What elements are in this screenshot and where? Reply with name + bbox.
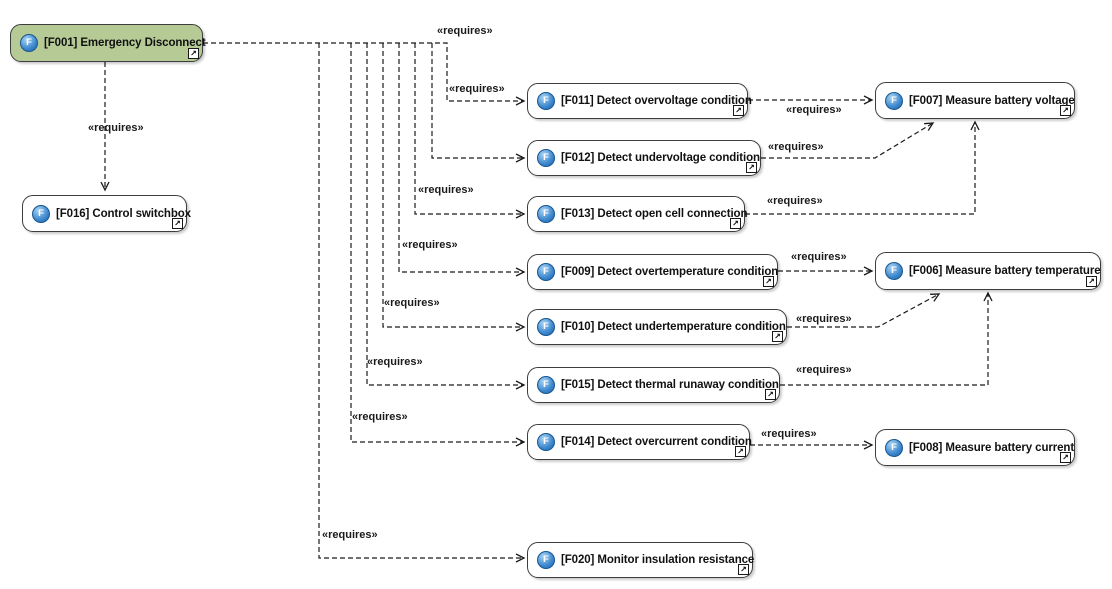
node-f008-measure-battery-current[interactable]: F [F008] Measure battery current ↗	[875, 429, 1075, 466]
edge-label-f013-f007: «requires»	[767, 195, 823, 207]
node-label: [F012] Detect undervoltage condition	[561, 152, 760, 164]
open-diagram-icon[interactable]: ↗	[738, 564, 749, 575]
edge-f001-f011[interactable]	[203, 42, 526, 106]
function-icon: F	[537, 263, 555, 281]
node-f011-detect-overvoltage[interactable]: F [F011] Detect overvoltage condition ↗	[527, 83, 752, 119]
edge-f010-f006[interactable]	[787, 293, 941, 328]
node-f013-detect-open-cell[interactable]: F [F013] Detect open cell connection ↗	[527, 196, 748, 232]
edge-f001-f014[interactable]	[350, 43, 526, 447]
open-diagram-icon[interactable]: ↗	[172, 218, 183, 229]
edge-label-f001-f015: «requires»	[367, 356, 423, 368]
function-icon: F	[885, 262, 903, 280]
function-icon: F	[20, 34, 38, 52]
node-f001-emergency-disconnect[interactable]: F [F001] Emergency Disconnect ↗	[10, 24, 206, 62]
edge-f013-f007[interactable]	[745, 120, 980, 215]
function-icon: F	[537, 205, 555, 223]
node-label: [F010] Detect undertemperature condition	[561, 321, 786, 333]
open-diagram-icon[interactable]: ↗	[746, 162, 757, 173]
node-f016-control-switchbox[interactable]: F [F016] Control switchbox ↗	[22, 195, 191, 232]
function-icon: F	[537, 551, 555, 569]
open-diagram-icon[interactable]: ↗	[763, 276, 774, 287]
node-f006-measure-battery-temperature[interactable]: F [F006] Measure battery temperature ↗	[875, 252, 1101, 290]
node-label: [F013] Detect open cell connection	[561, 208, 748, 220]
node-label: [F020] Monitor insulation resistance	[561, 554, 755, 566]
edge-f001-f010[interactable]	[382, 43, 526, 332]
open-diagram-icon[interactable]: ↗	[733, 105, 744, 116]
open-diagram-icon[interactable]: ↗	[772, 331, 783, 342]
open-diagram-icon[interactable]: ↗	[1060, 105, 1071, 116]
function-icon: F	[537, 376, 555, 394]
edge-label-f001-f012: «requires»	[437, 25, 493, 37]
open-diagram-icon[interactable]: ↗	[730, 218, 741, 229]
edge-f012-f007[interactable]	[761, 122, 935, 159]
open-diagram-icon[interactable]: ↗	[735, 446, 746, 457]
edge-f001-f013[interactable]	[414, 43, 526, 219]
node-f020-monitor-insulation[interactable]: F [F020] Monitor insulation resistance ↗	[527, 542, 755, 578]
edge-f001-f015[interactable]	[366, 43, 526, 390]
edge-label-f001-f011: «requires»	[449, 83, 505, 95]
edge-label-f015-f006: «requires»	[796, 364, 852, 376]
edge-f001-f012[interactable]	[431, 43, 526, 163]
edge-label-f001-f010: «requires»	[384, 297, 440, 309]
edge-f015-f006[interactable]	[780, 291, 993, 386]
node-f015-detect-thermal-runaway[interactable]: F [F015] Detect thermal runaway conditio…	[527, 367, 780, 403]
open-diagram-icon[interactable]: ↗	[188, 48, 199, 59]
edge-label-f001-f014: «requires»	[352, 411, 408, 423]
node-label: [F009] Detect overtemperature condition	[561, 266, 779, 278]
edge-f001-f020[interactable]	[318, 43, 526, 563]
edge-label-f001-f020: «requires»	[322, 529, 378, 541]
node-label: [F006] Measure battery temperature	[909, 265, 1101, 277]
node-label: [F015] Detect thermal runaway condition	[561, 379, 779, 391]
function-icon: F	[537, 149, 555, 167]
edge-label-f012-f007: «requires»	[768, 141, 824, 153]
node-f010-detect-undertemperature[interactable]: F [F010] Detect undertemperature conditi…	[527, 309, 787, 345]
edge-label-f001-f013: «requires»	[418, 184, 474, 196]
node-label: [F016] Control switchbox	[56, 207, 191, 220]
open-diagram-icon[interactable]: ↗	[1060, 452, 1071, 463]
function-icon: F	[32, 204, 50, 223]
node-label: [F011] Detect overvoltage condition	[561, 95, 752, 107]
node-label: [F008] Measure battery current	[909, 441, 1075, 454]
function-icon: F	[537, 318, 555, 336]
node-label: [F014] Detect overcurrent condition	[561, 436, 752, 448]
node-label: [F007] Measure battery voltage	[909, 94, 1075, 107]
node-label: [F001] Emergency Disconnect	[44, 37, 206, 49]
open-diagram-icon[interactable]: ↗	[1086, 276, 1097, 287]
function-icon: F	[885, 438, 903, 457]
edge-label-f001-f016: «requires»	[88, 122, 144, 134]
function-icon: F	[537, 433, 555, 451]
node-f009-detect-overtemperature[interactable]: F [F009] Detect overtemperature conditio…	[527, 254, 778, 290]
function-icon: F	[885, 91, 903, 110]
node-f012-detect-undervoltage[interactable]: F [F012] Detect undervoltage condition ↗	[527, 140, 761, 176]
edge-f001-f009[interactable]	[398, 43, 526, 277]
open-diagram-icon[interactable]: ↗	[765, 389, 776, 400]
node-f007-measure-battery-voltage[interactable]: F [F007] Measure battery voltage ↗	[875, 82, 1075, 119]
edge-label-f009-f006: «requires»	[791, 251, 847, 263]
function-icon: F	[537, 92, 555, 110]
edge-label-f010-f006: «requires»	[796, 313, 852, 325]
edge-label-f014-f008: «requires»	[761, 428, 817, 440]
edge-label-f011-f007: «requires»	[786, 104, 842, 116]
edge-label-f001-f009: «requires»	[402, 239, 458, 251]
node-f014-detect-overcurrent[interactable]: F [F014] Detect overcurrent condition ↗	[527, 424, 752, 460]
